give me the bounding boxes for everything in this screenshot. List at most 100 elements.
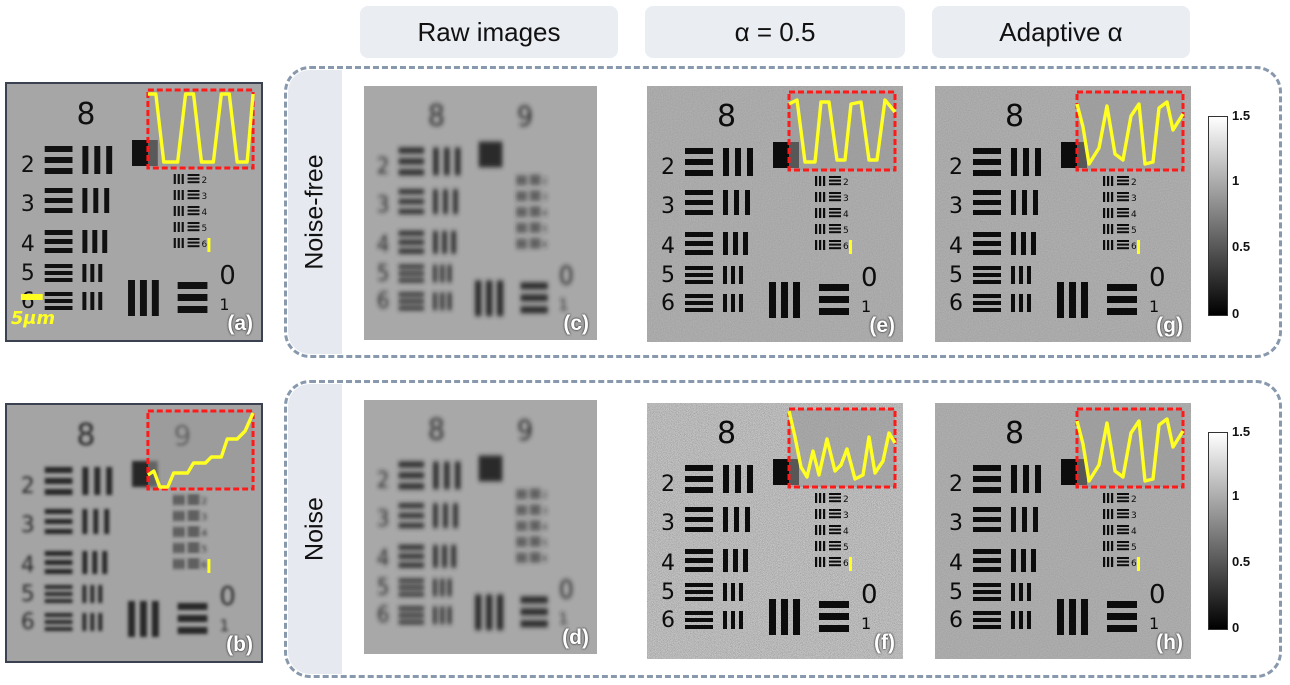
element-label: 4 — [949, 551, 963, 576]
h-bar-small — [529, 242, 541, 245]
v-bar — [1011, 190, 1016, 215]
h-bar — [44, 278, 73, 282]
v-bar-large — [1069, 599, 1076, 635]
corner-label-0: 0 — [1149, 263, 1166, 293]
small-label: 2 — [201, 497, 207, 507]
corner-label-1: 1 — [219, 616, 229, 635]
v-bar-small — [524, 238, 527, 249]
h-bar-small — [187, 238, 200, 240]
colorbar-tick: 0.5 — [1232, 554, 1251, 569]
v-bar-large — [1081, 599, 1088, 635]
h-bar — [398, 199, 425, 205]
h-bar — [685, 618, 713, 622]
v-bar — [1031, 232, 1036, 255]
element-label: 4 — [661, 551, 675, 576]
header-alpha-0-5: α = 0.5 — [645, 6, 905, 58]
element-label: 2 — [661, 155, 675, 180]
h-bar-small — [529, 207, 541, 210]
v-bar-small — [1103, 557, 1106, 567]
element-label: 5 — [661, 263, 675, 288]
panel-tag: (a) — [227, 312, 253, 335]
v-bar-small — [173, 238, 176, 248]
h-bar-small — [187, 511, 200, 513]
v-bar-small — [524, 505, 527, 516]
h-bar-large — [1107, 308, 1137, 315]
group-label-8: 8 — [717, 99, 736, 134]
v-bar — [106, 467, 113, 495]
v-bar-small — [1103, 176, 1106, 186]
h-bar — [398, 553, 425, 559]
v-bar — [734, 507, 739, 532]
v-bar-small — [520, 175, 523, 186]
v-bar-small — [173, 527, 176, 537]
element-label: 6 — [661, 291, 675, 316]
v-bar-large — [496, 594, 504, 631]
h-bar — [398, 158, 425, 165]
element-label: 3 — [661, 511, 675, 536]
v-bar — [723, 549, 728, 572]
v-bar-small — [1103, 240, 1106, 250]
element-label: 4 — [377, 232, 390, 257]
v-bar-small — [524, 536, 527, 547]
v-bar — [731, 583, 735, 601]
v-bar — [1031, 549, 1036, 572]
element-label: 2 — [21, 153, 35, 178]
h-bar-small — [529, 559, 541, 562]
h-bar — [685, 294, 713, 298]
small-label: 5 — [201, 545, 207, 555]
h-bar-small — [1117, 525, 1129, 527]
v-bar-small — [177, 206, 180, 216]
small-label: 3 — [542, 507, 547, 517]
panel-tag: (e) — [869, 314, 895, 337]
element-label: 4 — [661, 234, 675, 259]
h-bar-small — [529, 505, 541, 508]
v-bar — [98, 613, 103, 631]
element-label: 6 — [949, 291, 963, 316]
h-bar-large — [177, 627, 208, 634]
h-bar-small — [829, 557, 841, 559]
v-bar-small — [819, 240, 822, 250]
row-label-noise-free: Noise-free — [288, 70, 342, 354]
element-label: 3 — [377, 506, 390, 531]
colorbar-tick: 1.5 — [1232, 424, 1251, 439]
element-label: 3 — [949, 194, 963, 219]
h-bar-large — [819, 308, 849, 315]
v-bar — [98, 292, 103, 310]
panel-tag: (b) — [226, 633, 253, 656]
element-label: 5 — [21, 261, 35, 286]
v-bar — [1021, 549, 1026, 572]
v-bar-small — [819, 525, 822, 535]
h-bar — [685, 583, 713, 587]
h-bar — [973, 308, 1001, 312]
h-bar — [44, 627, 73, 631]
noise-free-group — [284, 66, 1282, 358]
small-label: 4 — [201, 529, 207, 539]
h-bar — [685, 308, 713, 312]
h-bar-large — [177, 282, 208, 289]
group-label-8: 8 — [717, 416, 736, 451]
small-label: 5 — [542, 225, 547, 235]
v-bar — [433, 606, 437, 625]
h-bar-small — [829, 199, 841, 202]
h-bar-small — [187, 209, 200, 212]
h-bar-small — [829, 179, 841, 182]
h-bar-small — [529, 198, 541, 201]
h-bar — [685, 301, 713, 305]
h-bar-large — [177, 306, 208, 313]
panel-tag: (d) — [562, 626, 589, 649]
v-bar-small — [177, 222, 180, 232]
v-bar — [433, 147, 439, 176]
h-bar — [685, 200, 713, 205]
v-bar-small — [524, 207, 527, 217]
h-bar-small — [187, 190, 200, 192]
colorbar-tick: 0 — [1232, 620, 1240, 635]
v-bar — [1027, 583, 1031, 601]
v-bar-small — [1111, 525, 1114, 535]
small-label: 6 — [1131, 242, 1137, 252]
v-bar — [455, 461, 461, 490]
h-bar — [398, 544, 425, 550]
v-bar — [104, 188, 110, 213]
